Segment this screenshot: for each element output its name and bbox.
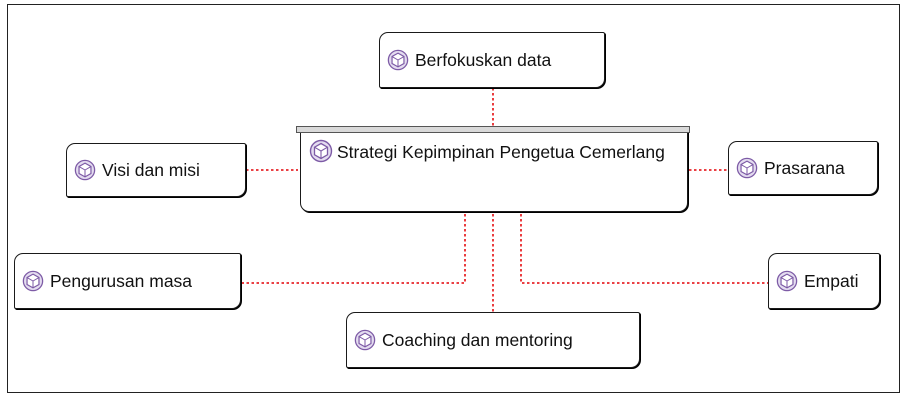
node-visi-dan-misi[interactable]: Visi dan misi: [66, 143, 246, 197]
concept-hexagon-icon: [387, 49, 409, 71]
node-label: Coaching dan mentoring: [382, 329, 573, 350]
node-label: Pengurusan masa: [50, 270, 193, 291]
central-topic-label: Strategi Kepimpinan Pengetua Cemerlang: [337, 142, 665, 162]
node-pengurusan-masa[interactable]: Pengurusan masa: [14, 253, 241, 309]
concept-hexagon-icon: [22, 270, 44, 292]
connector-pengurusan-masa: [241, 214, 466, 284]
concept-hexagon-icon: [776, 270, 798, 292]
central-topic-title-bar: [296, 126, 690, 133]
node-label: Visi dan misi: [102, 159, 200, 180]
concept-hexagon-icon: [309, 139, 333, 163]
concept-hexagon-icon: [74, 159, 96, 181]
concept-hexagon-icon: [354, 329, 376, 351]
node-coaching-dan-mentoring[interactable]: Coaching dan mentoring: [346, 312, 640, 368]
node-prasarana[interactable]: Prasarana: [728, 141, 878, 195]
node-label: Berfokuskan data: [415, 49, 552, 70]
node-label: Prasarana: [764, 157, 845, 178]
node-label: Empati: [804, 270, 859, 291]
node-berfokuskan-data[interactable]: Berfokuskan data: [379, 32, 605, 88]
concept-hexagon-icon: [736, 157, 758, 179]
node-empati[interactable]: Empati: [768, 253, 880, 309]
central-topic-node[interactable]: Strategi Kepimpinan Pengetua Cemerlang: [300, 130, 688, 212]
connector-empati: [520, 214, 768, 284]
